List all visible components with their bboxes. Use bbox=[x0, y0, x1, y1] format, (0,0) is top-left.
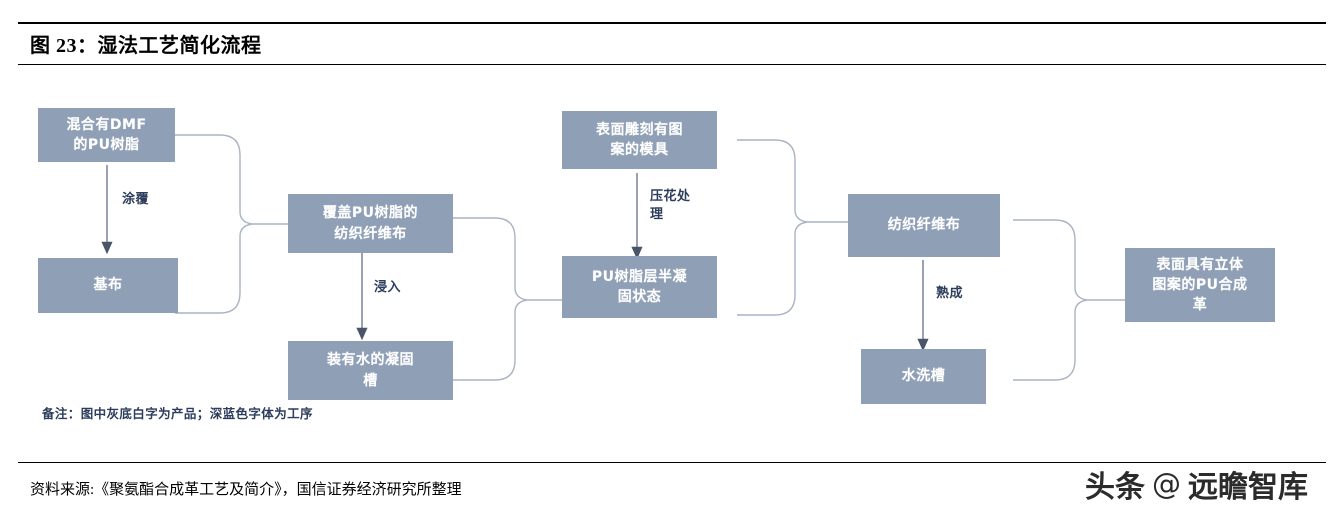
node-coagulation-tank[interactable]: 装有水的凝固 槽 bbox=[288, 341, 453, 400]
node-washing-tank[interactable]: 水洗槽 bbox=[861, 349, 986, 404]
edge-label-coating: 涂覆 bbox=[122, 192, 150, 207]
node-pu-resin-dmf[interactable]: 混合有DMF 的PU树脂 bbox=[38, 108, 175, 162]
node-coated-fabric[interactable]: 覆盖PU树脂的 纺织纤维布 bbox=[288, 194, 453, 253]
page-title: 图 23：湿法工艺简化流程 bbox=[30, 35, 262, 57]
node-final-product[interactable]: 表面具有立体 图案的PU合成 革 bbox=[1125, 248, 1275, 322]
watermark-at-icon: @ bbox=[1152, 467, 1181, 501]
node-label: 纺织纤维布 bbox=[887, 217, 961, 234]
node-semi-solid-pu[interactable]: PU树脂层半凝 固状态 bbox=[562, 256, 717, 318]
source-citation: 资料来源:《聚氨酯合成革工艺及简介》，国信证券经济研究所整理 bbox=[30, 482, 462, 498]
merge-brace-center bbox=[453, 217, 562, 381]
top-rule bbox=[18, 22, 1326, 24]
node-label: 表面雕刻有图 案的模具 bbox=[596, 121, 683, 158]
node-textile-fabric[interactable]: 纺织纤维布 bbox=[848, 194, 1000, 257]
process-flow-diagram: 混合有DMF 的PU树脂 基布 覆盖PU树脂的 纺织纤维布 装有水的凝固 槽 表… bbox=[0, 70, 1344, 450]
node-label: 基布 bbox=[93, 277, 123, 294]
node-label: 混合有DMF 的PU树脂 bbox=[66, 116, 147, 153]
connector-lines bbox=[101, 134, 1125, 381]
merge-brace-right-upper bbox=[737, 139, 848, 316]
edge-label-embossing: 压花处 理 bbox=[650, 189, 691, 223]
node-label: 覆盖PU树脂的 纺织纤维布 bbox=[322, 205, 419, 242]
node-label: PU树脂层半凝 固状态 bbox=[591, 268, 688, 305]
merge-brace-right-lower bbox=[1013, 219, 1125, 381]
edge-label-maturing: 熟成 bbox=[936, 286, 964, 301]
node-engraved-mold[interactable]: 表面雕刻有图 案的模具 bbox=[562, 111, 717, 169]
watermark-account: 远瞻智库 bbox=[1188, 470, 1308, 505]
title-underline-rule bbox=[18, 64, 1326, 65]
node-label: 水洗槽 bbox=[901, 368, 946, 385]
watermark-brand: 头条 bbox=[1085, 470, 1145, 505]
node-label: 装有水的凝固 槽 bbox=[327, 352, 414, 389]
node-label: 表面具有立体 图案的PU合成 革 bbox=[1152, 256, 1248, 314]
watermark: 头条 @ 远瞻智库 bbox=[1085, 462, 1308, 506]
edge-label-immersion: 浸入 bbox=[374, 280, 402, 295]
merge-brace-left bbox=[175, 134, 288, 314]
diagram-note: 备注：图中灰底白字为产品；深蓝色字体为工序 bbox=[42, 406, 313, 421]
bottom-rule bbox=[18, 462, 1326, 463]
node-base-fabric[interactable]: 基布 bbox=[38, 258, 178, 313]
